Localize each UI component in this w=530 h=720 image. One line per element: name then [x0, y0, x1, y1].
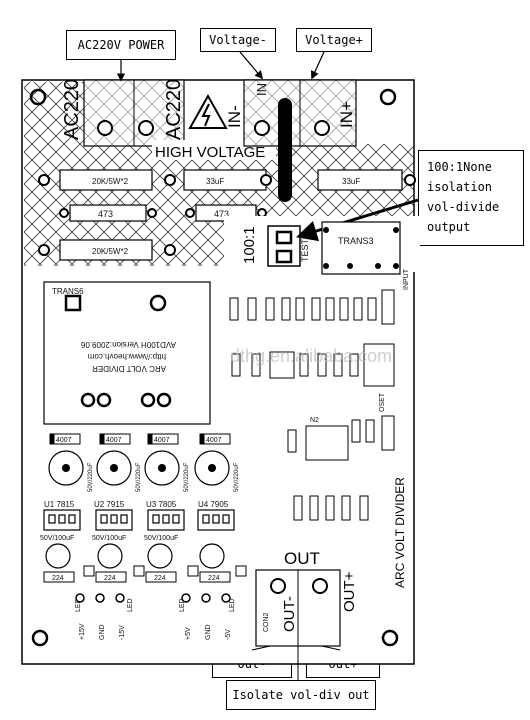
out-plus-label: OUT+ — [341, 571, 358, 612]
ceramic-224-caps — [43, 571, 231, 583]
cap-33uf-2-label: 33uF — [342, 177, 360, 186]
rail-gnd-2: GND — [205, 624, 212, 640]
rail-plus15v: +15V — [79, 623, 86, 640]
diode-1-label: 4007 — [56, 437, 72, 444]
led-2-label: LED — [127, 598, 134, 612]
r103-label: 20K/5W*2 — [92, 247, 129, 256]
callout-ac220v-power: AC220V POWER — [66, 30, 176, 60]
trans6-text1: ARC VOLT DIVIDER — [92, 364, 166, 373]
cap-top-3: 50V/220uF — [184, 462, 190, 492]
cap-224-4: 224 — [208, 575, 220, 582]
ac220-left-label: AC220 — [61, 79, 83, 140]
callout-isolation-output: 100:1None isolation vol-divide output — [418, 150, 524, 246]
trans3-transformer: TRANS3 — [321, 221, 401, 275]
oset-label: OSET — [379, 392, 386, 412]
ac220-terminal-block: AC220 AC220 — [61, 79, 185, 147]
n2-ic — [287, 415, 395, 461]
n2-label: N2 — [310, 417, 319, 424]
diode-2-label: 4007 — [106, 437, 122, 444]
small-electrolytic-caps — [45, 543, 225, 569]
trans6-transformer: TRANS6 ARC VOLT DIVIDER http://www.heovh… — [43, 281, 211, 425]
voltage-plus-arrow — [311, 51, 325, 80]
test-header: TEST — [267, 225, 310, 267]
trans6-text3: AVD100H Version:2009.06 — [80, 340, 176, 349]
led-3-label: LED — [179, 598, 186, 612]
ratio-label: 100:1 — [241, 226, 258, 264]
trans6-text2: http://www.heovh.com — [87, 352, 166, 361]
callout-voltage-minus: Voltage- — [200, 28, 276, 52]
leds — [83, 565, 247, 577]
trans3-label: TRANS3 — [338, 236, 374, 246]
cap-top-4: 50V/220uF — [234, 462, 240, 492]
trans6-label: TRANS6 — [52, 287, 84, 296]
cap-473-1-label: 473 — [98, 209, 113, 219]
input-terminal-block: IN- IN+ IN — [225, 79, 357, 147]
watermark: dthg.en.alibaba.com — [230, 346, 392, 366]
out-minus-label: OUT- — [281, 596, 298, 632]
hv-components — [59, 169, 403, 261]
svg-text:IN: IN — [254, 83, 269, 96]
reg-u3-label: U3 7805 — [146, 500, 177, 509]
reg-u2-label: U2 7915 — [94, 500, 125, 509]
diode-3-label: 4007 — [154, 437, 170, 444]
diodes — [49, 433, 231, 445]
high-voltage-label: HIGH VOLTAGE — [155, 144, 265, 161]
cap-33uf-1-label: 33uF — [206, 177, 224, 186]
out-plus-line — [321, 645, 341, 651]
voltage-minus-arrow — [239, 51, 264, 80]
reg-u1-label: U1 7815 — [44, 500, 75, 509]
arc-volt-divider-label: ARC VOLT DIVIDER — [393, 477, 407, 588]
power-rail-pads — [75, 593, 231, 603]
callout-voltage-plus: Voltage+ — [296, 28, 372, 52]
ac220-right-label: AC220 — [163, 79, 185, 140]
test-label: TEST — [300, 238, 310, 262]
in-minus-label: IN- — [225, 105, 244, 128]
out-minus-line — [251, 645, 271, 651]
callout-isolate-vol-div-out: Isolate vol-div out — [226, 680, 376, 710]
diode-4-label: 4007 — [206, 437, 222, 444]
cap-224-3: 224 — [154, 575, 166, 582]
rail-gnd-1: GND — [99, 624, 106, 640]
input-label: INPUT — [403, 268, 410, 290]
reg-u4-label: U4 7905 — [198, 500, 229, 509]
cap-top-2: 50V/220uF — [136, 462, 142, 492]
isolation-callout-arrow — [295, 198, 419, 242]
cap-top-1: 50V/220uF — [88, 462, 94, 492]
cap-mid-1: 50V/100uF — [40, 535, 74, 542]
in-plus-label: IN+ — [337, 101, 356, 128]
rail-plus5v: +5V — [185, 627, 192, 640]
cap-224-2: 224 — [104, 575, 116, 582]
led-1-label: LED — [75, 598, 82, 612]
out-label: OUT — [284, 549, 320, 568]
r102-label: 20K/5W*2 — [92, 177, 129, 186]
mounting-holes — [29, 88, 399, 647]
led-4-label: LED — [229, 598, 236, 612]
isolation-cable — [278, 98, 292, 202]
rail-minus5v: -5V — [225, 629, 232, 640]
cap-mid-2: 50V/100uF — [92, 535, 126, 542]
cap-mid-3: 50V/100uF — [144, 535, 178, 542]
cap-473-2-label: 473 — [214, 209, 229, 219]
con2-label: CON2 — [263, 612, 270, 632]
resistor-array — [229, 289, 395, 387]
high-voltage-warning-icon — [188, 93, 228, 129]
cap-224-1: 224 — [52, 575, 64, 582]
rail-minus15v: -15V — [119, 625, 126, 640]
